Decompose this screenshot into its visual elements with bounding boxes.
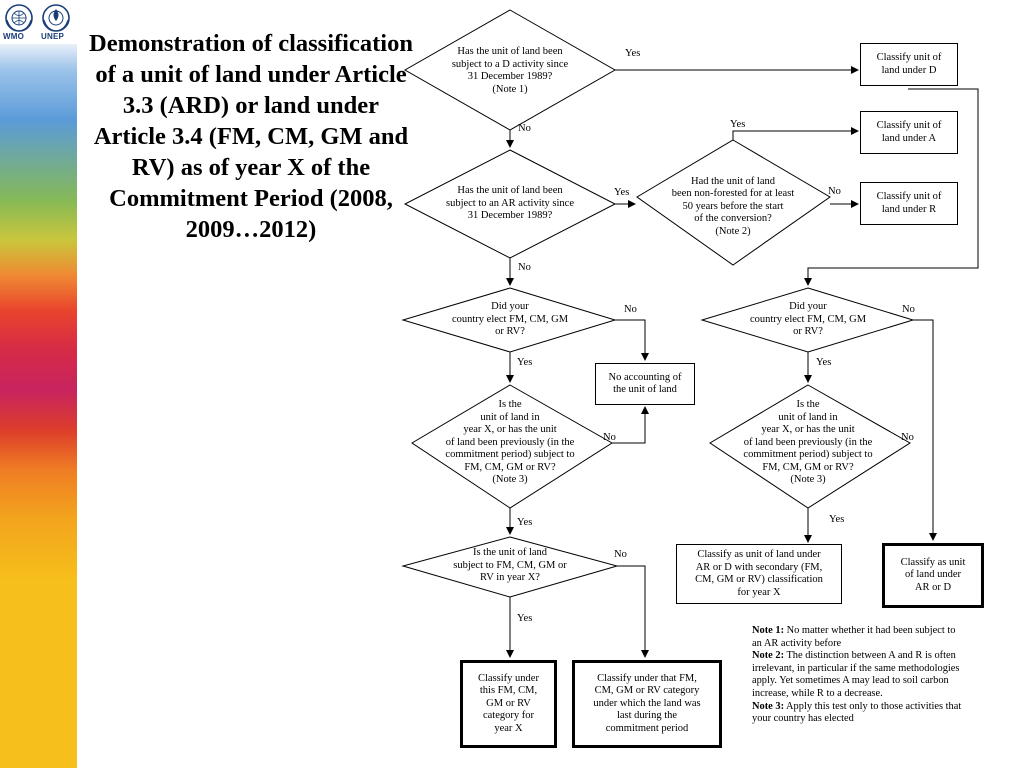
label-yes-afforestation: Yes	[730, 119, 746, 130]
wmo-emblem-icon	[5, 4, 33, 32]
label-no-subject-left: No	[603, 432, 616, 443]
label-no-elect-left: No	[624, 304, 637, 315]
label-yes-ar: Yes	[614, 187, 630, 198]
box-classify-this-category: Classify under this FM, CM, GM or RV cat…	[460, 660, 557, 748]
label-no-subject-right: No	[901, 432, 914, 443]
question-ar-activity: Has the unit of land been subject to an …	[445, 185, 574, 222]
note-1: Note 1: No matter whether it had been su…	[752, 625, 956, 649]
label-yes-elect-right: Yes	[816, 357, 832, 368]
unep-logo-text: UNEP	[41, 32, 65, 41]
question-elect-right: Did your country elect FM, CM, GM or RV?	[749, 301, 867, 338]
box-classify-ar-d: Classify as unit of land under AR or D	[882, 543, 984, 608]
diamond-non-forested	[636, 139, 831, 266]
question-d-activity: Has the unit of land been subject to a D…	[451, 46, 569, 95]
box-classify-r: Classify unit of land under R	[860, 182, 958, 225]
color-gradient-sidebar	[0, 0, 77, 768]
box-classify-d: Classify unit of land under D	[860, 43, 958, 86]
label-yes-d: Yes	[625, 48, 641, 59]
label-no-elect-right: No	[902, 304, 915, 315]
label-no-year-x: No	[614, 549, 627, 560]
box-classify-last-category: Classify under that FM, CM, GM or RV cat…	[572, 660, 722, 748]
box-classify-a: Classify unit of land under A	[860, 111, 958, 154]
box-no-accounting: No accounting of the unit of land	[595, 363, 695, 405]
notes-block: Note 1: No matter whether it had been su…	[752, 625, 964, 726]
question-subject-left: Is the unit of land in year X, or has th…	[445, 399, 575, 486]
note-2: Note 2: The distinction between A and R …	[752, 650, 960, 699]
note-3: Note 3: Apply this test only to those ac…	[752, 700, 962, 725]
label-yes-elect-left: Yes	[517, 357, 533, 368]
question-subject-right: Is the unit of land in year X, or has th…	[743, 399, 873, 486]
label-yes-subject-left: Yes	[517, 517, 533, 528]
box-classify-ar-secondary: Classify as unit of land under AR or D w…	[676, 544, 842, 604]
label-no-d: No	[518, 123, 531, 134]
question-year-x: Is the unit of land subject to FM, CM, G…	[453, 547, 567, 584]
label-no-reforestation: No	[828, 186, 841, 197]
label-no-ar: No	[518, 262, 531, 273]
unep-emblem-icon	[42, 4, 70, 32]
label-yes-subject-right: Yes	[829, 514, 845, 525]
question-elect-left: Did your country elect FM, CM, GM or RV?	[451, 301, 569, 338]
label-yes-year-x: Yes	[517, 613, 533, 624]
logo-area: WMO UNEP	[0, 0, 77, 44]
question-non-forested: Had the unit of land been non-forested f…	[671, 175, 795, 237]
wmo-logo-text: WMO	[3, 32, 25, 41]
page-title: Demonstration of classification of a uni…	[89, 30, 413, 243]
